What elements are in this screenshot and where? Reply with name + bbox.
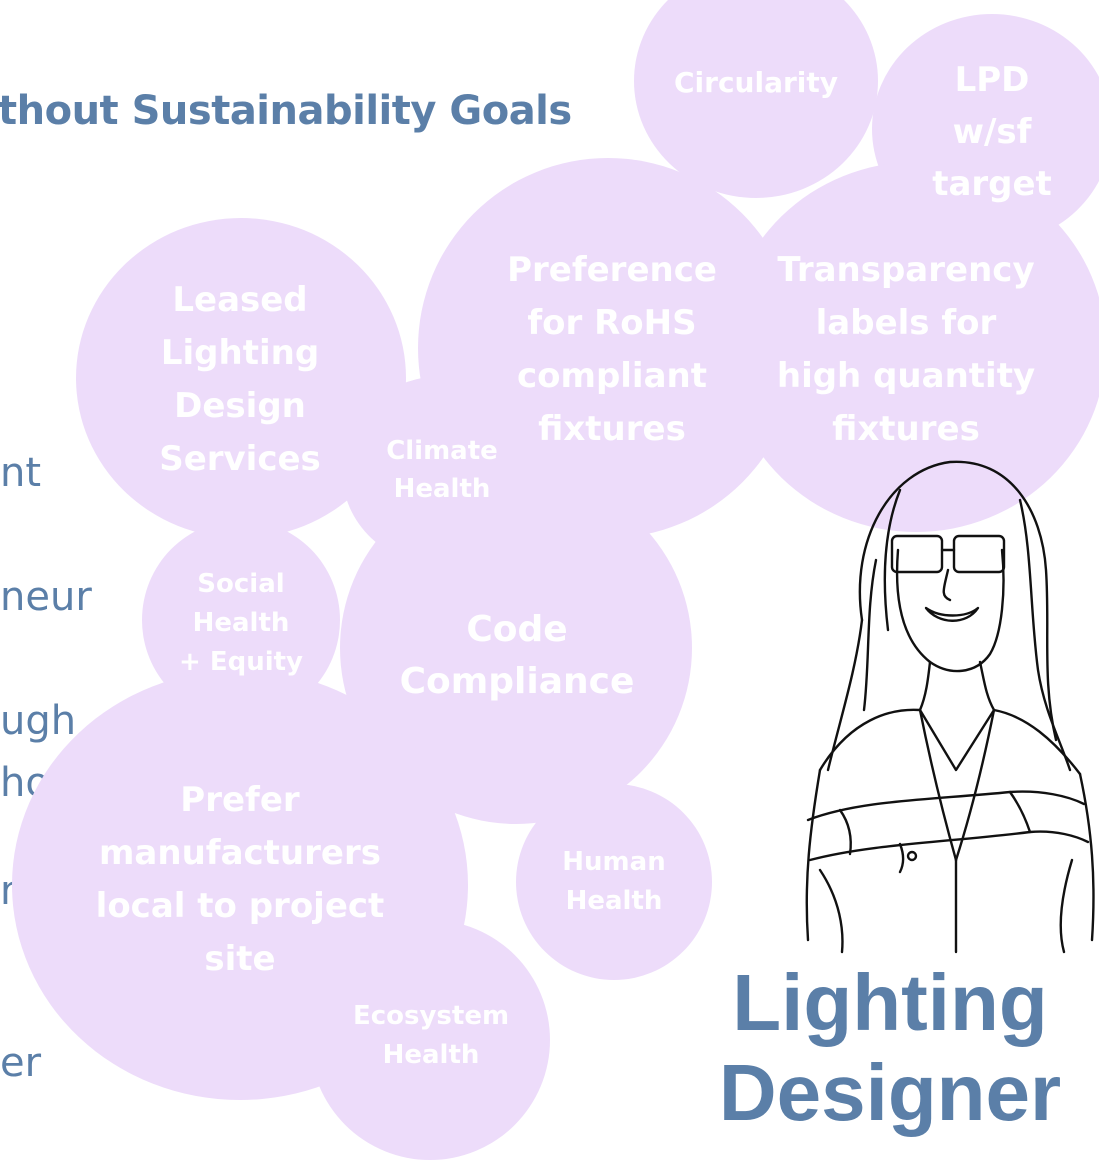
bubble-label-human: Human Health (562, 847, 666, 916)
left-text-fragment: er (0, 1040, 42, 1086)
left-text-fragment: neur (0, 574, 92, 620)
role-title: Lighting Designer (718, 958, 1062, 1137)
bubble-transparency (726, 162, 1099, 532)
bubble-label-circularity: Circularity (673, 66, 839, 99)
bubble-label-transparency: Transparency labels for high quantity fi… (776, 250, 1036, 449)
bubble-human (516, 784, 712, 980)
bubble-circularity (634, 0, 878, 198)
page-title: thout Sustainability Goals (0, 88, 572, 134)
bubble-label-climate: Climate Health (386, 436, 498, 504)
bubble-label-social: Social Health + Equity (178, 568, 303, 677)
person-sketch-icon (805, 460, 1095, 954)
left-text-fragment: ugh (0, 698, 77, 744)
bubble-ecosystem (310, 920, 550, 1160)
bubble-label-lpd: LPD w/sf target (932, 60, 1052, 204)
left-text-fragment: nt (0, 450, 42, 496)
bubble-label-leased: Leased Lighting Design Services (159, 280, 321, 479)
bubble-label-local: Prefer manufacturers local to project si… (95, 780, 385, 979)
bubble-label-code: Code Compliance (399, 609, 635, 702)
bubble-label-rohs: Preference for RoHS compliant fixtures (507, 250, 717, 449)
bubble-label-ecosystem: Ecosystem Health (352, 1001, 510, 1070)
